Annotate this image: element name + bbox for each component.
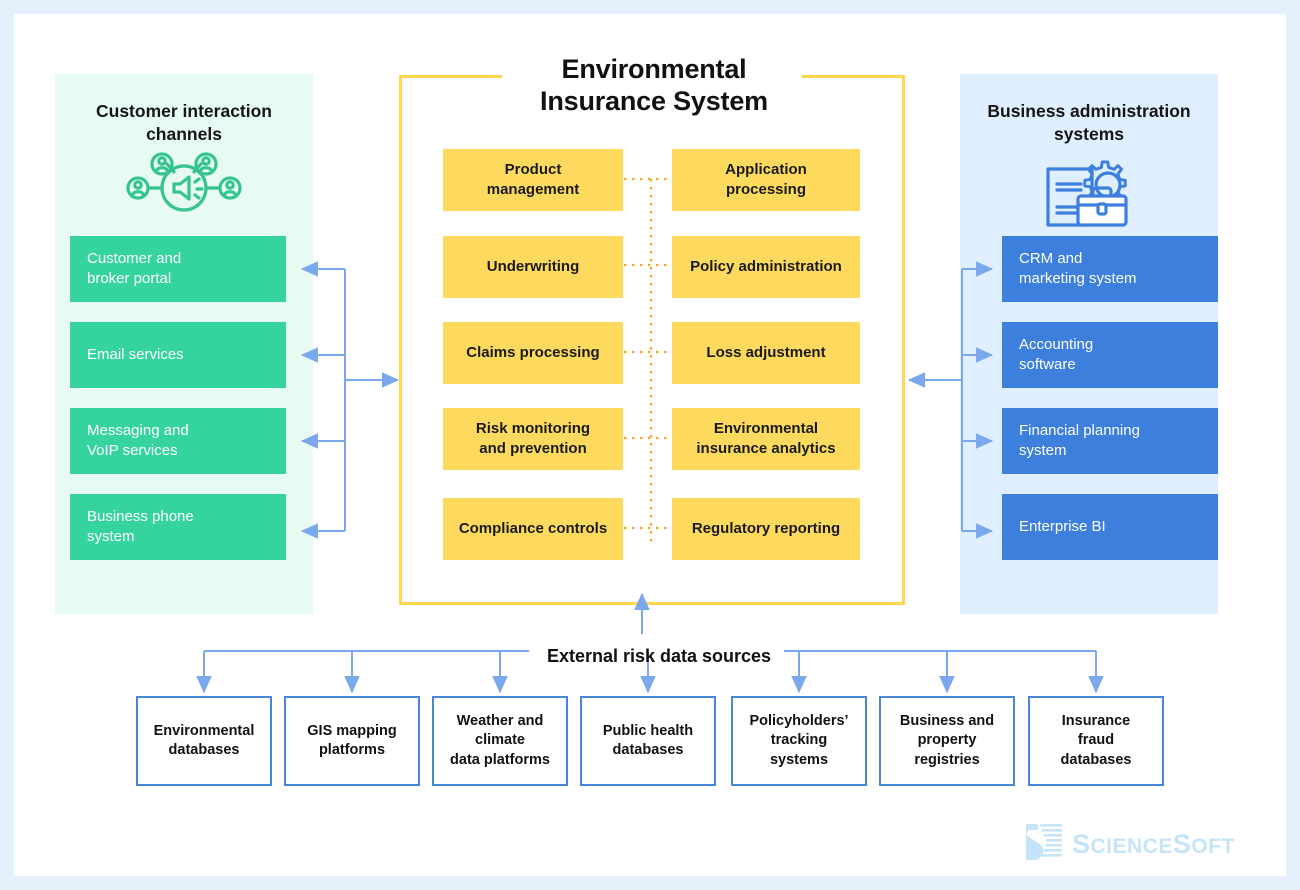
- right-panel-title-line2: systems: [1053, 123, 1125, 144]
- frame-title-gap: [502, 64, 802, 94]
- sciencesoft-wordmark: SCIENCESOFT: [1072, 828, 1235, 859]
- admin-item-enterprise-bi[interactable]: Enterprise BI: [1002, 494, 1218, 560]
- channel-item-label: Email services: [87, 346, 184, 364]
- admin-item-label: Enterprise BI: [1019, 518, 1106, 536]
- module-regulatory-reporting[interactable]: Regulatory reporting: [672, 498, 860, 560]
- external-risk-data-sources-label: External risk data sources: [546, 646, 772, 666]
- sciencesoft-logo: SCIENCESOFT: [1020, 816, 1240, 872]
- sciencesoft-mark-icon: [1026, 824, 1062, 860]
- right-panel-title-line1: Business administration: [987, 101, 1191, 121]
- module-label: Regulatory reporting: [691, 520, 841, 538]
- module-underwriting[interactable]: Underwriting: [443, 236, 623, 298]
- module-loss-adjustment[interactable]: Loss adjustment: [672, 322, 860, 384]
- module-compliance-controls[interactable]: Compliance controls: [443, 498, 623, 560]
- page-title-line1: Environmental: [561, 54, 747, 84]
- module-label: Underwriting: [486, 258, 580, 276]
- page-title: Environmental Insurance System: [444, 54, 864, 118]
- module-policy-administration[interactable]: Policy administration: [672, 236, 860, 298]
- left-panel-title: Customer interaction channels: [55, 100, 313, 146]
- module-label: Policy administration: [690, 258, 842, 276]
- diagram-canvas: Customer interaction channels: [14, 14, 1286, 876]
- left-panel-title-line1: Customer interaction: [96, 101, 272, 121]
- megaphone-network-icon: [55, 152, 313, 222]
- document-gear-briefcase-icon: [960, 152, 1218, 227]
- module-label: Compliance controls: [458, 520, 608, 538]
- page-title-line2: Insurance System: [540, 85, 768, 116]
- module-label: Loss adjustment: [706, 344, 826, 362]
- right-panel-title: Business administration systems: [960, 100, 1218, 146]
- module-claims-processing[interactable]: Claims processing: [443, 322, 623, 384]
- module-label: Claims processing: [466, 344, 600, 362]
- channel-item-email-services[interactable]: Email services: [70, 322, 286, 388]
- left-panel-title-line2: channels: [146, 123, 222, 144]
